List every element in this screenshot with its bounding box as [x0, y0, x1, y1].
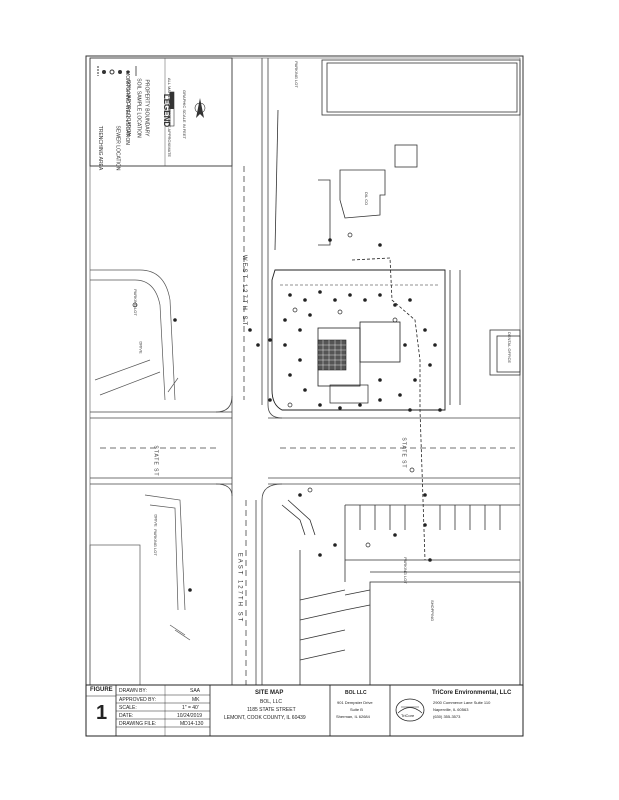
label-west-127th: WEST 127TH ST — [241, 254, 248, 328]
client-line-2: Suite B — [350, 707, 363, 712]
figure-label: FIGURE — [90, 687, 113, 693]
label-state-st-right: STATE ST — [400, 437, 407, 469]
legend-item-5: TRENCHING AREA — [97, 125, 104, 171]
figure-number: 1 — [96, 702, 108, 724]
tricore-logo-icon — [395, 698, 425, 722]
label-parking-right-lower: PARKING LOT — [402, 557, 408, 584]
legend-note: ALL MAP LOCATIONS ARE APPROXIMATE — [167, 77, 173, 158]
map-address: 1185 STATE STREET — [247, 707, 296, 713]
drawn-by-value: SAA — [190, 688, 201, 694]
label-parking-top: PARKING LOT — [293, 61, 299, 88]
company-line-1: 2900 Commerce Lane Suite 110 — [433, 700, 491, 705]
label-parking-left-lower: PARKING LOT — [152, 529, 158, 556]
drawn-by-label: DRAWN BY: — [119, 688, 147, 694]
label-parking-left: PARKING LOT — [132, 289, 138, 316]
client-line-3: Sherman, IL 62684 — [336, 714, 370, 719]
approved-by-value: MK — [192, 697, 200, 703]
drawing-file-value: MD14-130 — [180, 721, 204, 727]
vapor-points — [132, 232, 415, 548]
company-line-2: Naperville, IL 60563 — [433, 707, 469, 712]
legend-scale-text: GRAPHIC SCALE IN FEET — [181, 90, 187, 139]
map-title: SITE MAP — [255, 690, 284, 696]
legend-item-3: MONITORING WELL LOCATION — [123, 71, 130, 145]
client-line-1: 901 Dempster Drive — [337, 700, 373, 705]
north-arrow-icon — [196, 98, 204, 118]
label-building-mid: OIL CO — [364, 191, 370, 206]
label-state-st-left: STATE ST — [152, 445, 159, 477]
roads — [90, 58, 520, 685]
logo-text: TriCore — [401, 713, 415, 718]
title-block — [85, 684, 524, 737]
site-property — [271, 257, 446, 561]
drawing-border — [85, 55, 524, 737]
company-line-3: (630) 355-3573 — [433, 714, 461, 719]
left-parking — [89, 269, 191, 686]
legend-item-4: SEWER LOCATION — [114, 125, 121, 171]
date-value: 10/24/2019 — [177, 713, 203, 719]
legend-box — [89, 57, 233, 167]
label-drive-left: DRIVE — [138, 341, 144, 354]
company-name: TriCore Environmental, LLC — [432, 690, 512, 696]
sample-points — [173, 238, 442, 592]
approved-by-label: APPROVED BY: — [119, 697, 156, 703]
label-building-right: DENTAL OFFICE — [507, 331, 513, 364]
map-frame — [89, 57, 521, 686]
buildings — [274, 59, 521, 686]
label-building-lower-right: SHOPPING — [430, 599, 436, 622]
label-drive-left-lower: DRIVE — [153, 514, 159, 527]
map-location: LEMONT, COOK COUNTY, IL 60439 — [224, 715, 306, 721]
legend-item-1: SOIL SAMPLE LOCATION — [135, 78, 142, 138]
scale-value: 1" = 40' — [182, 705, 199, 711]
legend-item-0: PROPERTY BOUNDARY — [143, 79, 150, 137]
scale-label: SCALE: — [119, 705, 137, 711]
date-label: DATE: — [119, 713, 134, 719]
label-east-127th: EAST 127TH ST — [236, 552, 243, 624]
client-name: BOL LLC — [345, 690, 367, 696]
drawing-file-label: DRAWING FILE: — [119, 721, 157, 727]
map-client: BOL, LLC — [260, 699, 282, 705]
